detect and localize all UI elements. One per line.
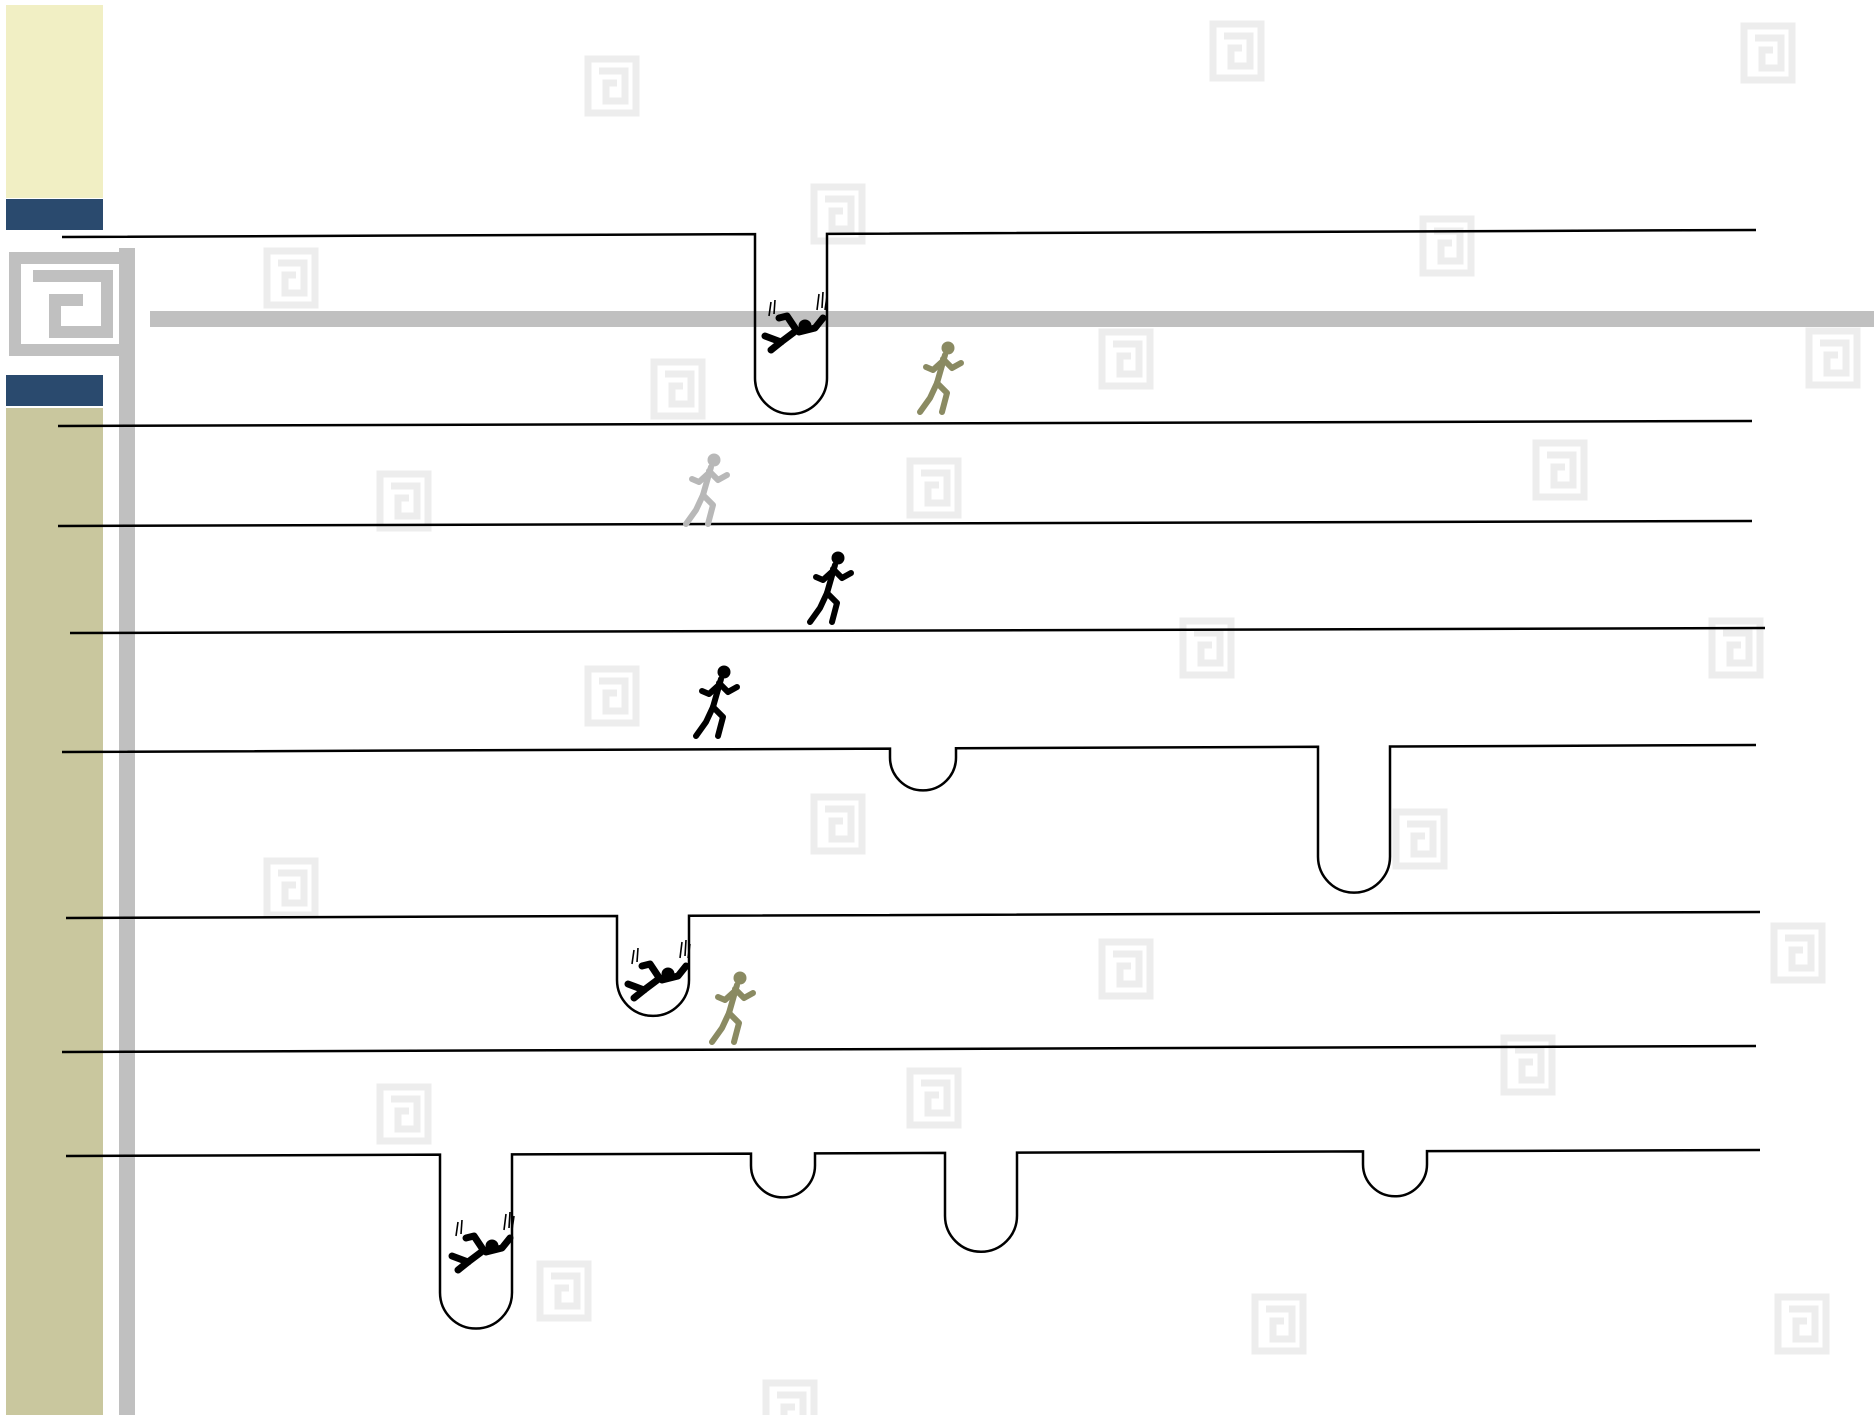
spiral-square-watermark-icon [588, 59, 636, 113]
spiral-square-watermark-icon [1396, 812, 1444, 866]
running-person-icon [696, 666, 737, 737]
spiral-square-watermark-icon [1423, 219, 1471, 273]
spiral-square-watermark-icon [1778, 1297, 1826, 1351]
spiral-square-watermark-icon [654, 362, 702, 416]
spiral-square-watermark-icon [267, 251, 315, 305]
spiral-square-watermark-icon [1744, 26, 1792, 80]
spiral-square-watermark-icon [267, 861, 315, 915]
spiral-square-watermark-icon [1213, 24, 1261, 78]
spiral-square-watermark-icon [1536, 443, 1584, 497]
falling-person-icon [765, 292, 827, 350]
track-line [70, 628, 1765, 633]
track-line [66, 1150, 1760, 1329]
spiral-square-watermark-icon [910, 461, 958, 515]
running-person-icon [686, 454, 727, 525]
spiral-square-watermark-icon [766, 1383, 814, 1415]
spiral-square-watermark-icon [540, 1264, 588, 1318]
falling-person-icon [628, 940, 690, 998]
track-line [58, 521, 1752, 526]
track-line [66, 912, 1760, 1016]
running-person-icon [712, 972, 753, 1043]
falling-person-icon [452, 1212, 514, 1270]
spiral-square-watermark-icon [814, 797, 862, 851]
spiral-square-watermark-icon [1255, 1297, 1303, 1351]
spiral-square-watermark-icon [380, 1087, 428, 1141]
spiral-square-watermark-icon [1809, 331, 1857, 385]
spiral-square-watermark-icon [1774, 926, 1822, 980]
spiral-square-watermark-icon [1102, 332, 1150, 386]
spiral-square-watermark-icon [910, 1071, 958, 1125]
spiral-square-watermark-icon [588, 669, 636, 723]
track-line [58, 421, 1752, 426]
running-person-icon [920, 342, 961, 413]
spiral-square-watermark-icon [1102, 942, 1150, 996]
spiral-square-watermark-icon [380, 474, 428, 528]
running-person-icon [810, 552, 851, 623]
